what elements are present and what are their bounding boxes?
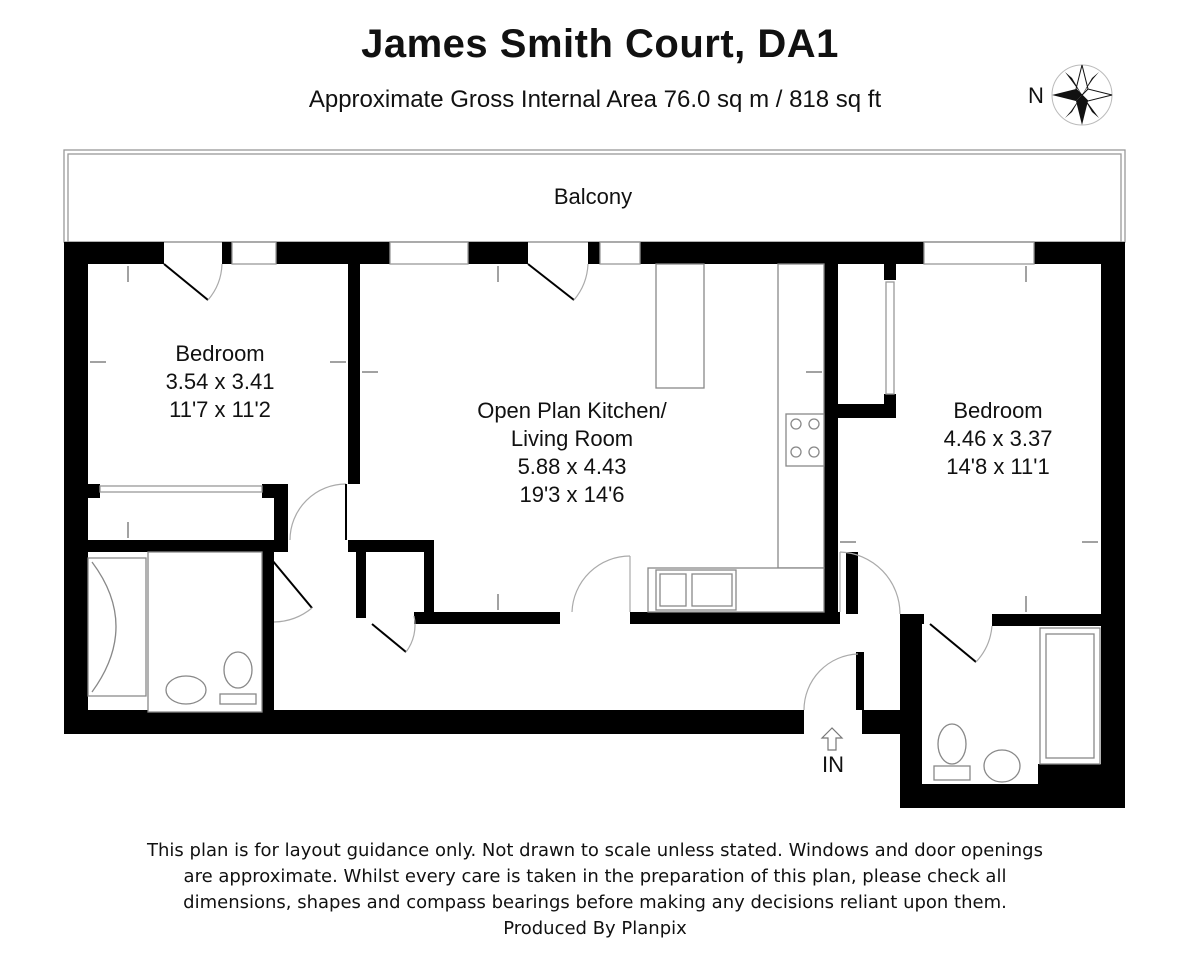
arrow-up-icon xyxy=(820,727,844,751)
living-imperial: 19'3 x 14'6 xyxy=(519,482,624,507)
compass-icon: N xyxy=(1028,64,1113,126)
bedroom-left-imperial: 11'7 x 11'2 xyxy=(169,397,271,422)
room-bedroom-right: Bedroom 4.46 x 3.37 14'8 x 11'1 xyxy=(944,398,1053,479)
entrance-label: IN xyxy=(822,752,844,777)
balcony-label: Balcony xyxy=(554,184,632,209)
balcony: Balcony xyxy=(63,149,1126,243)
entrance: IN xyxy=(820,727,844,777)
credit-line: Produced By Planpix xyxy=(503,918,687,939)
bedroom-right-name: Bedroom xyxy=(953,398,1042,423)
bathroom-fixtures xyxy=(87,551,1101,783)
living-name-line1: Open Plan Kitchen/ xyxy=(477,398,667,423)
living-name-line2: Living Room xyxy=(511,426,633,451)
room-bedroom-left: Bedroom 3.54 x 3.41 11'7 x 11'2 xyxy=(166,341,275,422)
compass-north-label: N xyxy=(1028,83,1044,108)
disclaimer-line: This plan is for layout guidance only. N… xyxy=(147,840,1043,861)
doors xyxy=(163,263,993,711)
bedroom-left-metric: 3.54 x 3.41 xyxy=(166,369,275,394)
kitchen-fixtures xyxy=(647,263,825,613)
floor-plan: N Balcony xyxy=(63,64,1126,808)
room-living: Open Plan Kitchen/ Living Room 5.88 x 4.… xyxy=(477,398,667,507)
walls xyxy=(64,241,1125,808)
plan-subtitle: Approximate Gross Internal Area 76.0 sq … xyxy=(308,86,882,113)
disclaimer: This plan is for layout guidance only. N… xyxy=(0,838,1190,942)
bedroom-left-name: Bedroom xyxy=(175,341,264,366)
living-metric: 5.88 x 4.43 xyxy=(518,454,627,479)
plan-title: James Smith Court, DA1 xyxy=(361,22,839,66)
bedroom-right-imperial: 14'8 x 11'1 xyxy=(946,454,1049,479)
bedroom-right-metric: 4.46 x 3.37 xyxy=(944,426,1053,451)
disclaimer-line: dimensions, shapes and compass bearings … xyxy=(183,892,1007,913)
disclaimer-line: are approximate. Whilst every care is ta… xyxy=(183,866,1007,887)
dimension-arrows xyxy=(90,266,1098,612)
